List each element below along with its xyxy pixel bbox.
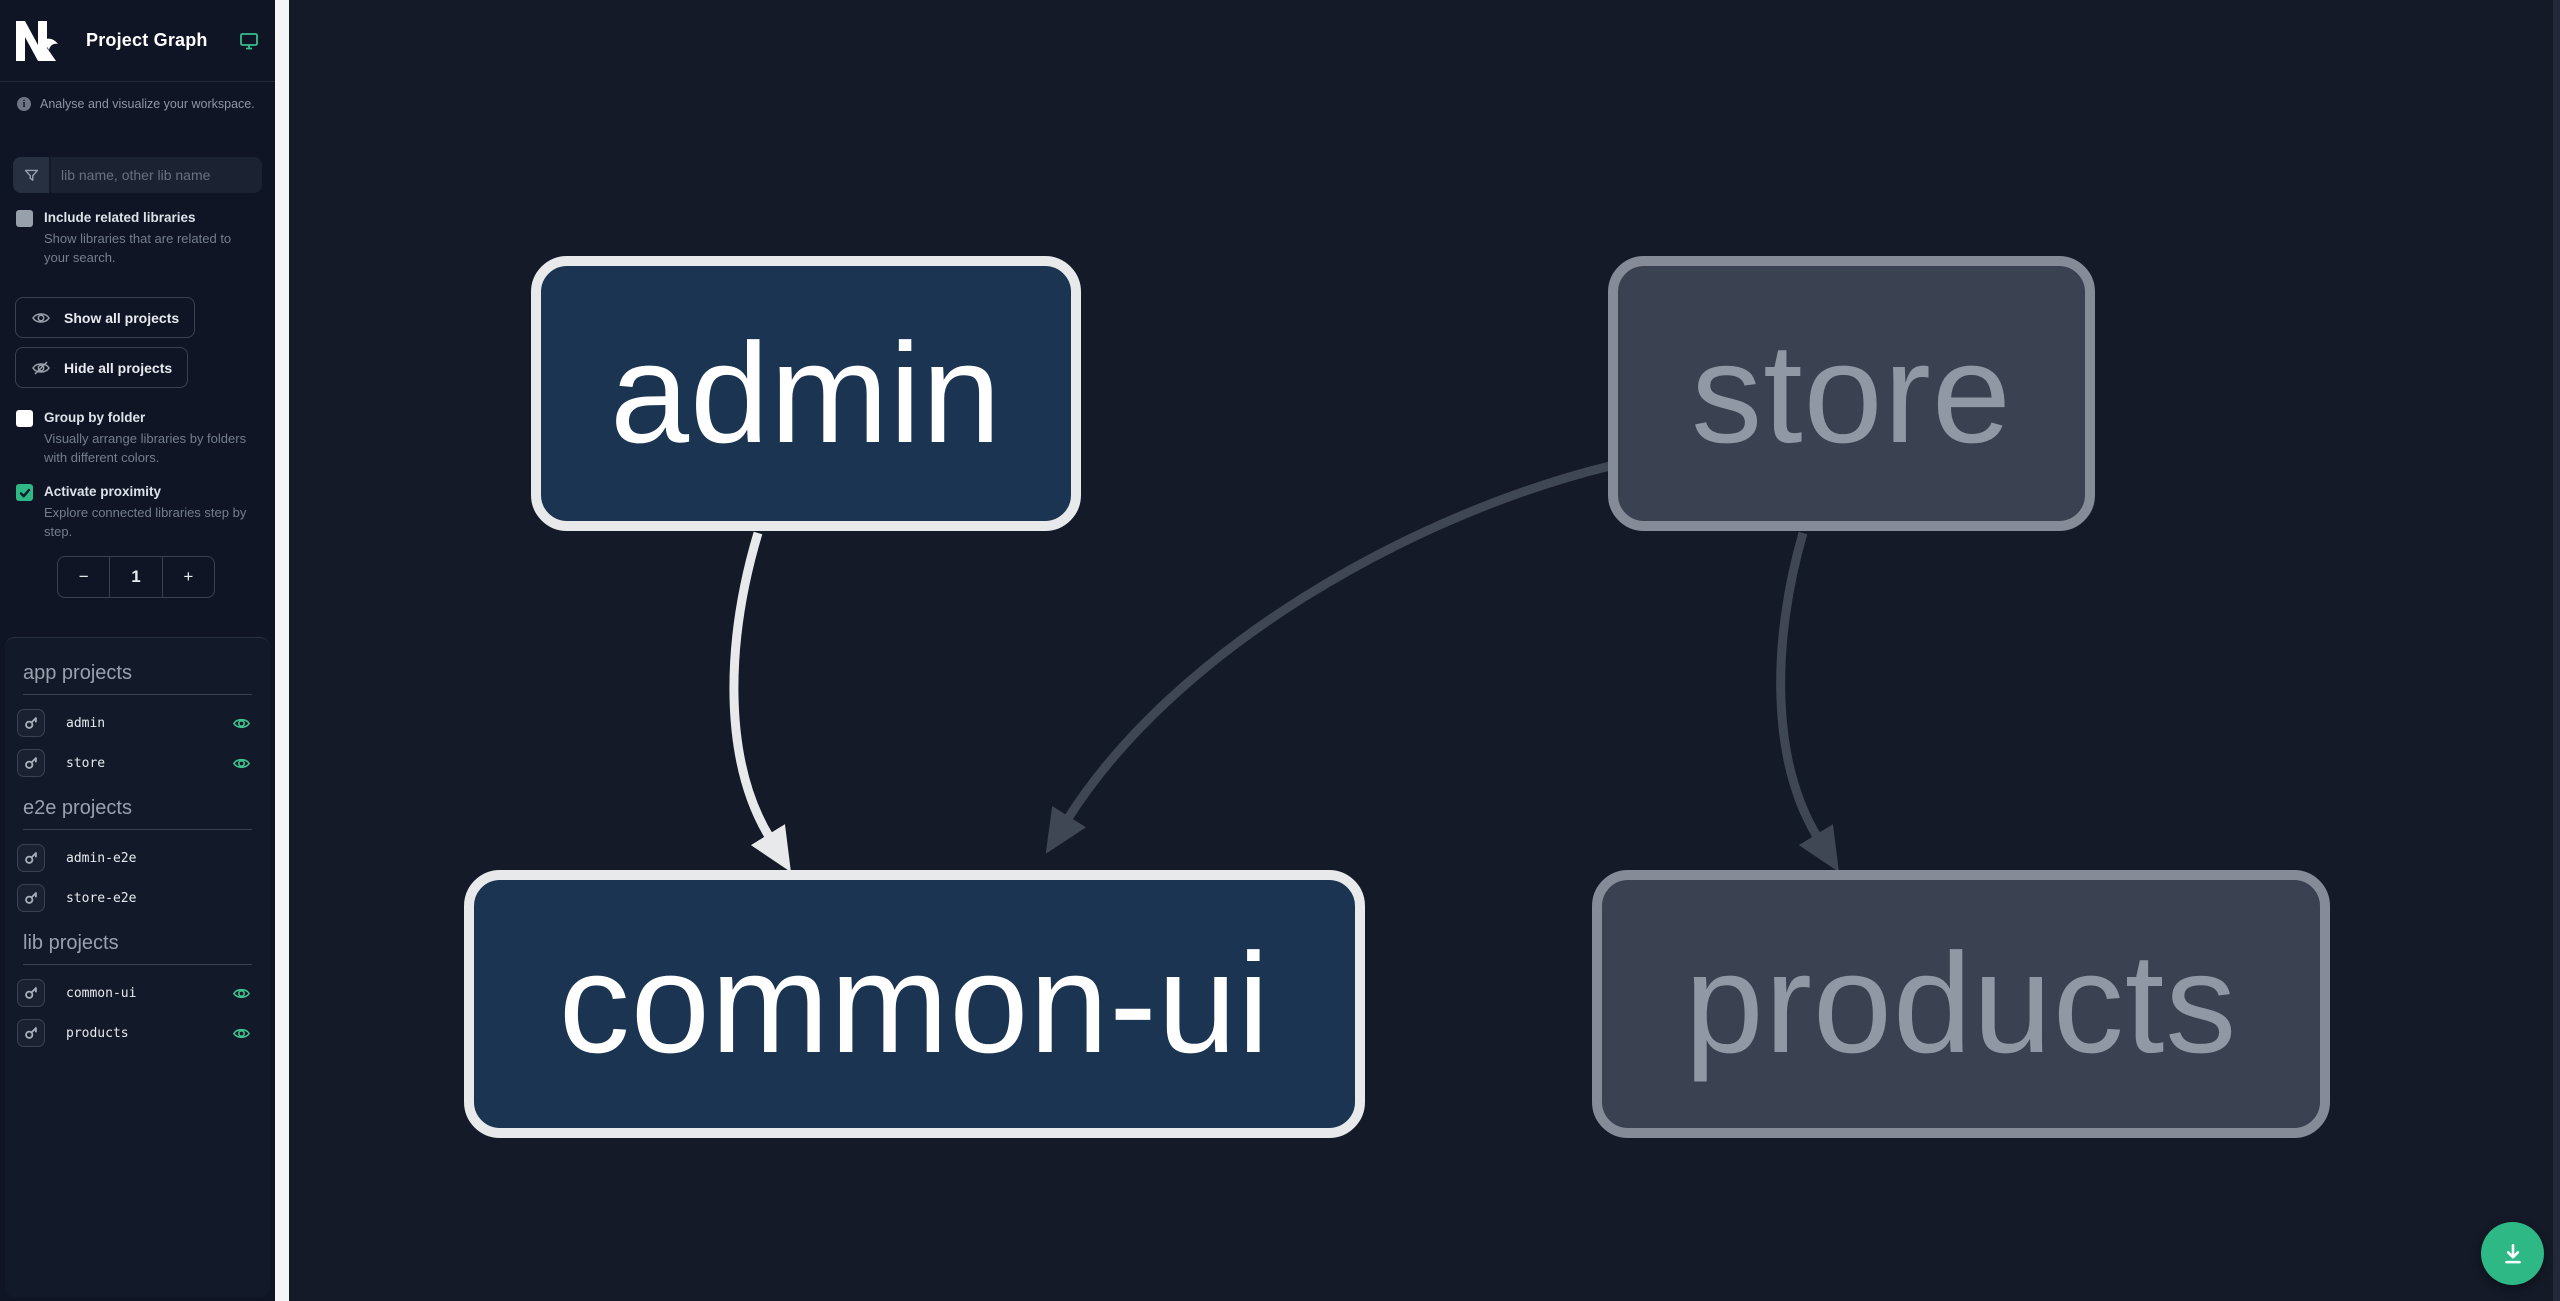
eye-icon xyxy=(232,988,251,998)
edge-store-to-products[interactable] xyxy=(1776,531,1839,873)
decrement-button[interactable]: − xyxy=(78,567,89,586)
toggle-visibility-button[interactable] xyxy=(232,1024,251,1043)
section-title: lib projects xyxy=(23,932,252,965)
focus-icon xyxy=(25,987,37,999)
section-title: e2e projects xyxy=(23,797,252,830)
project-row: store xyxy=(5,743,270,783)
hide-all-projects-button[interactable]: Hide all projects xyxy=(15,347,189,388)
dependency-edges xyxy=(729,461,1839,873)
project-name: store xyxy=(66,755,106,771)
monitor-icon[interactable] xyxy=(239,31,259,51)
filter-funnel-icon xyxy=(13,157,51,193)
sidebar-header: Project Graph xyxy=(0,0,275,82)
increment-button[interactable]: + xyxy=(183,567,194,586)
eye-icon xyxy=(232,1028,251,1038)
hide-all-projects-label: Hide all projects xyxy=(64,359,173,376)
focus-project-button[interactable] xyxy=(17,749,45,777)
graph-node-admin[interactable]: admin xyxy=(531,256,1081,531)
search-box xyxy=(13,157,262,193)
project-row: admin xyxy=(5,703,270,743)
graph-node-common-ui[interactable]: common-ui xyxy=(464,870,1365,1138)
check-icon xyxy=(19,488,30,497)
graph-node-store[interactable]: store xyxy=(1608,256,2095,531)
graph-node-products[interactable]: products xyxy=(1592,870,2330,1138)
checkbox-group-by-folder[interactable] xyxy=(16,410,33,427)
sidebar: Project Graph i Analyse and visualize yo… xyxy=(0,0,275,1301)
project-row: store-e2e xyxy=(5,878,270,918)
project-section: lib projects common-ui products xyxy=(5,932,270,1053)
page-title: Project Graph xyxy=(86,30,208,50)
search-input[interactable] xyxy=(51,167,262,183)
toggle-visibility-button[interactable] xyxy=(232,714,251,733)
sidebar-resize-handle[interactable] xyxy=(275,0,289,1301)
focus-project-button[interactable] xyxy=(17,979,45,1007)
graph-canvas[interactable]: admin store common-ui products xyxy=(289,0,2560,1301)
nx-logo-icon xyxy=(16,20,58,61)
download-button[interactable] xyxy=(2481,1222,2544,1285)
project-row: admin-e2e xyxy=(5,838,270,878)
project-sections: app projects admin store xyxy=(5,637,270,1297)
option-label: Include related libraries xyxy=(44,210,196,225)
show-all-projects-label: Show all projects xyxy=(64,309,180,326)
focus-icon xyxy=(25,1027,37,1039)
toggle-visibility-button[interactable] xyxy=(232,984,251,1003)
option-include-related[interactable]: Include related libraries Show libraries… xyxy=(0,209,275,267)
focus-project-button[interactable] xyxy=(17,709,45,737)
tagline-text: Analyse and visualize your workspace. xyxy=(40,97,255,111)
option-description: Show libraries that are related to your … xyxy=(44,231,232,265)
project-name: admin xyxy=(66,715,106,731)
project-row: products xyxy=(5,1013,270,1053)
option-description: Visually arrange libraries by folders wi… xyxy=(44,431,247,465)
info-icon: i xyxy=(17,97,31,111)
focus-icon xyxy=(25,892,37,904)
checkbox-include-related[interactable] xyxy=(16,210,33,227)
download-icon xyxy=(2504,1243,2521,1263)
edge-admin-to-common-ui[interactable] xyxy=(729,531,791,873)
eye-off-icon xyxy=(32,360,50,375)
tagline-row: i Analyse and visualize your workspace. xyxy=(0,82,275,111)
eye-icon xyxy=(32,312,50,323)
option-label: Group by folder xyxy=(44,410,146,425)
option-description: Explore connected libraries step by step… xyxy=(44,505,247,539)
project-section: e2e projects admin-e2e store-e2e xyxy=(5,797,270,918)
project-name: store-e2e xyxy=(66,890,137,906)
proximity-counter: − 1 + xyxy=(57,556,215,598)
project-name: common-ui xyxy=(66,985,137,1001)
project-name: products xyxy=(66,1025,129,1041)
option-group-by-folder[interactable]: Group by folder Visually arrange librari… xyxy=(0,409,275,467)
project-row: common-ui xyxy=(5,973,270,1013)
focus-project-button[interactable] xyxy=(17,844,45,872)
focus-icon xyxy=(25,852,37,864)
focus-icon xyxy=(25,757,37,769)
option-label: Activate proximity xyxy=(44,484,162,499)
project-name: admin-e2e xyxy=(66,850,137,866)
project-section: app projects admin store xyxy=(5,662,270,783)
focus-project-button[interactable] xyxy=(17,884,45,912)
option-activate-proximity[interactable]: Activate proximity Explore connected lib… xyxy=(0,483,275,541)
focus-project-button[interactable] xyxy=(17,1019,45,1047)
eye-icon xyxy=(232,718,251,728)
eye-icon xyxy=(232,758,251,768)
edge-store-to-common-ui[interactable] xyxy=(1045,461,1612,854)
toggle-visibility-button[interactable] xyxy=(232,754,251,773)
counter-value: 1 xyxy=(109,557,163,597)
section-title: app projects xyxy=(23,662,252,695)
scrollbar-track[interactable] xyxy=(2553,0,2560,1301)
checkbox-activate-proximity[interactable] xyxy=(16,484,33,501)
focus-icon xyxy=(25,717,37,729)
show-all-projects-button[interactable]: Show all projects xyxy=(15,297,196,338)
